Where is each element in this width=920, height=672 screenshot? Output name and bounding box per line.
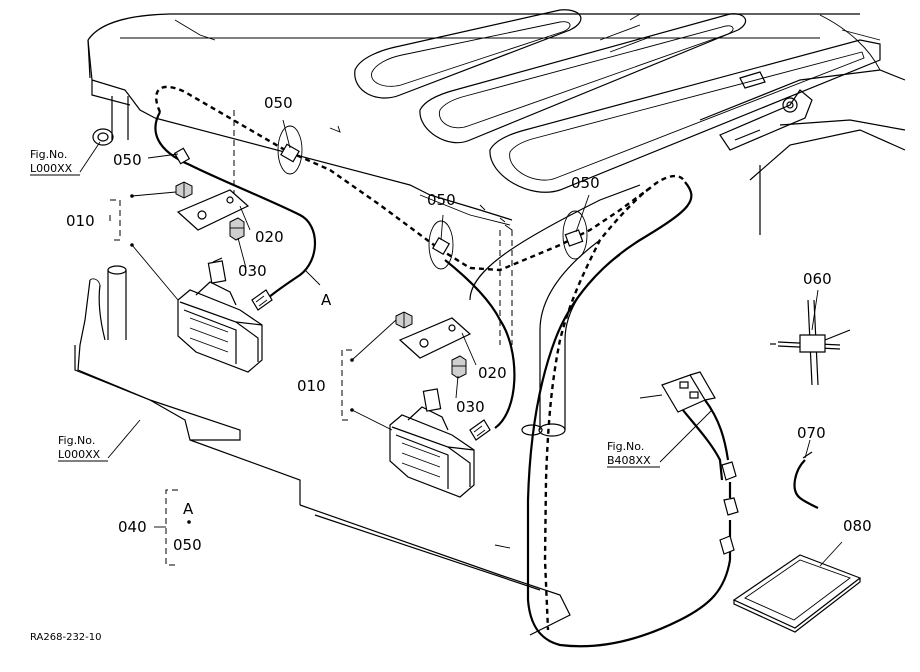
fig-ref-1-label: Fig.No. (30, 148, 67, 161)
leader-lines (79, 119, 843, 567)
label-080: 080 (843, 517, 872, 535)
part-labels: 050 050 050 050 050 010 010 020 020 030 … (66, 94, 872, 554)
label-060: 060 (803, 270, 832, 288)
figure-references: Fig.No. L000XX Fig.No. L000XX Fig.No. B4… (30, 148, 660, 468)
fig-ref-3-code: B408XX (607, 454, 651, 467)
fig-ref-2-code: L000XX (58, 448, 101, 461)
part-060-cable-tie (770, 299, 851, 386)
nut-right (395, 311, 413, 329)
bracket-right (398, 317, 472, 359)
label-010-left: 010 (66, 212, 95, 230)
washer-right (451, 355, 467, 379)
clip-left (173, 147, 191, 165)
label-050-group: 050 (173, 536, 202, 554)
wire-harness-solid (154, 111, 732, 648)
bracket-left (176, 189, 250, 231)
washer-left (229, 217, 245, 241)
cab-roof-outline (74, 9, 906, 636)
connector-left (251, 289, 273, 311)
label-050-clip-3: 050 (571, 174, 600, 192)
clip-050-1 (280, 143, 300, 163)
work-light-left (177, 257, 263, 373)
nut-left (175, 181, 193, 199)
clip-050-2 (431, 236, 451, 256)
label-050-clip-2: 050 (427, 191, 456, 209)
fig-ref-1-code: L000XX (30, 162, 73, 175)
part-070-clip (793, 451, 819, 509)
label-050-clip-left: 050 (113, 151, 142, 169)
drawing-code: RA268-232-10 (30, 632, 102, 643)
part-080-booklet (732, 554, 862, 633)
fig-ref-2-label: Fig.No. (58, 434, 95, 447)
sub-harness-connector (639, 371, 739, 555)
label-040: 040 (118, 518, 147, 536)
detail-circles (277, 125, 588, 270)
label-050-clip-1: 050 (264, 94, 293, 112)
label-020-left: 020 (255, 228, 284, 246)
label-a-wire: A (321, 291, 332, 309)
clip-050-3 (564, 229, 584, 247)
label-020-right: 020 (478, 364, 507, 382)
label-a-group: A (183, 500, 194, 518)
label-010-right: 010 (297, 377, 326, 395)
fig-ref-3-label: Fig.No. (607, 440, 644, 453)
work-light-right (389, 388, 475, 498)
label-070: 070 (797, 424, 826, 442)
label-030-right: 030 (456, 398, 485, 416)
label-030-left: 030 (238, 262, 267, 280)
connector-right (469, 419, 491, 441)
